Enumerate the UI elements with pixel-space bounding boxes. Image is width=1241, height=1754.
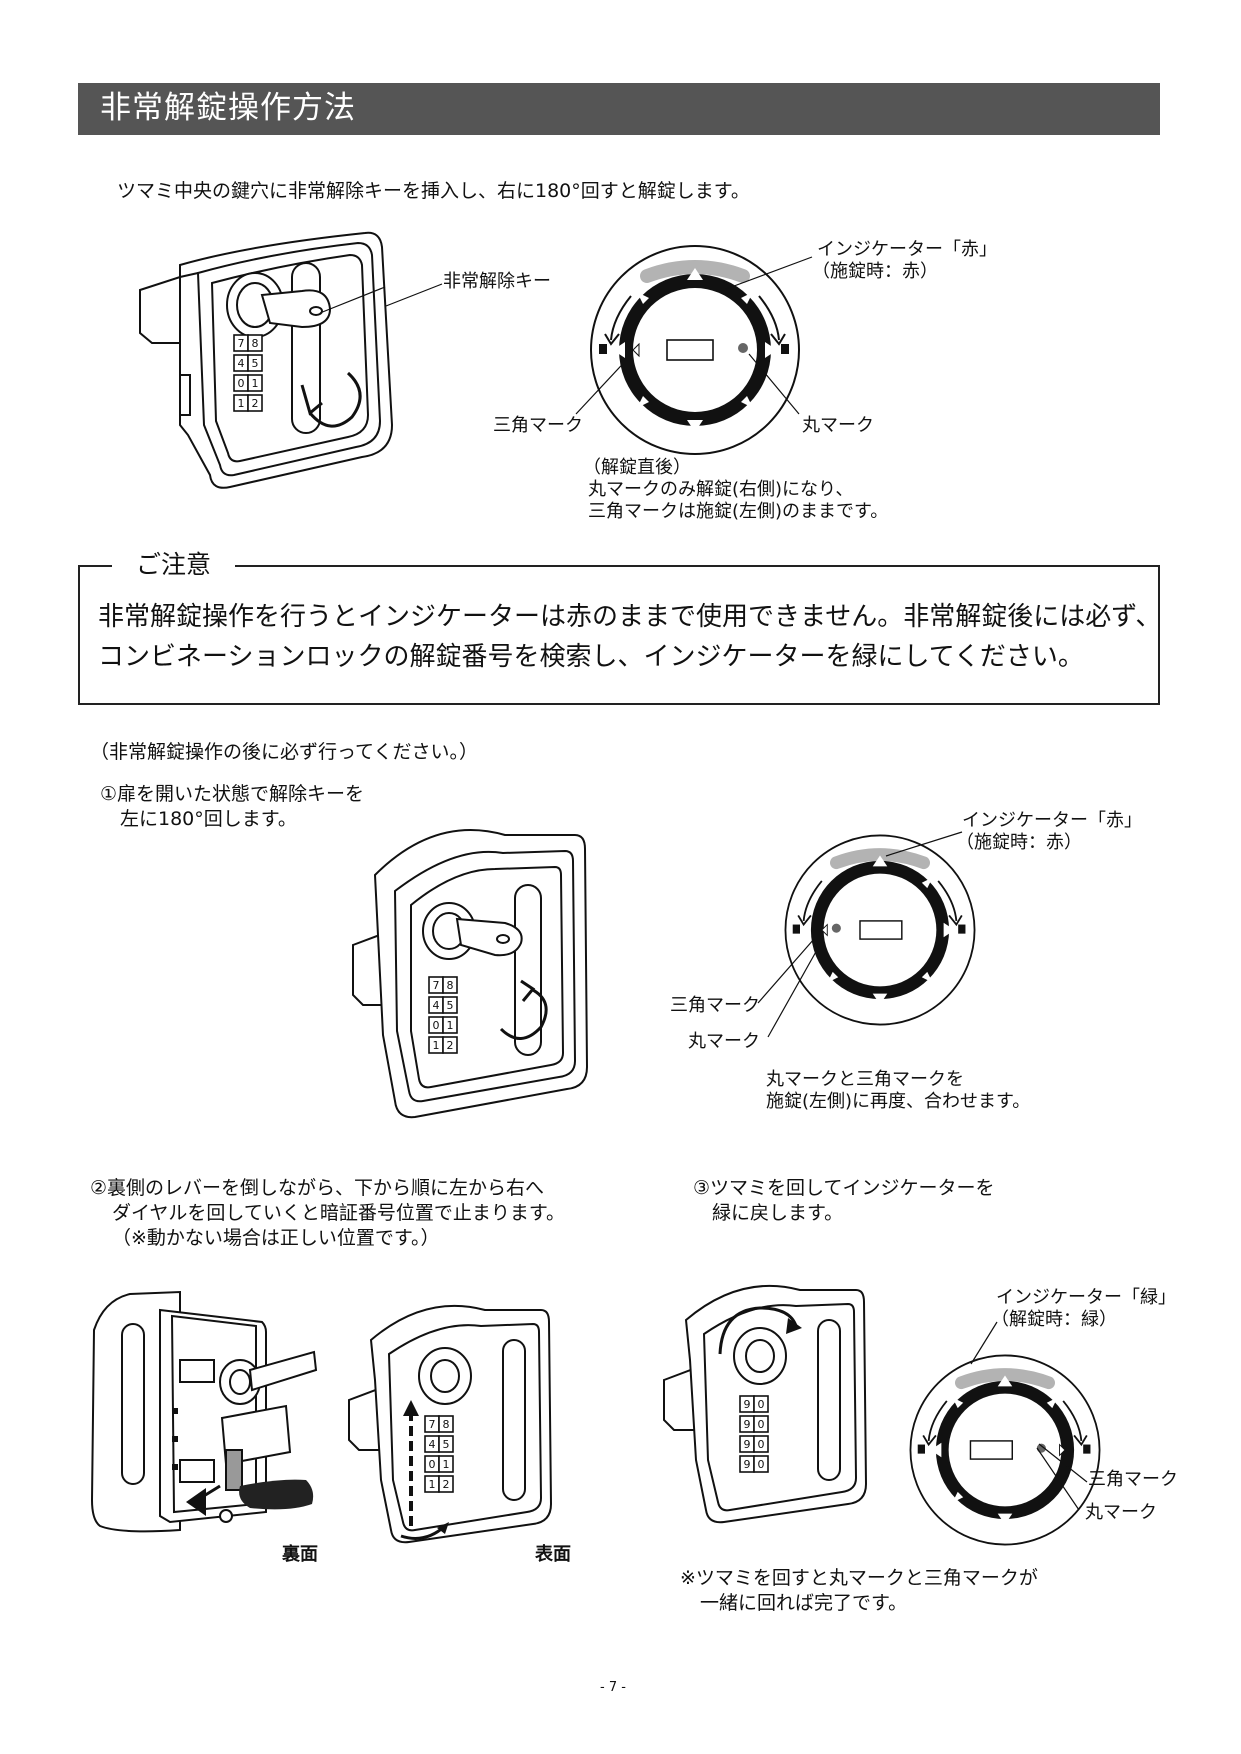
step1-note-line1: 丸マークと三角マークを — [766, 1069, 964, 1090]
indicator-sub-3: （解錠時：緑） — [991, 1309, 1117, 1330]
circle-mark-label-1: 丸マーク — [802, 415, 874, 436]
step3-note-line2: 一緒に回れば完了です。 — [700, 1592, 908, 1614]
hand-icon — [239, 1479, 314, 1510]
fig1-note-line3: 三角マークは施錠(左側)のままです。 — [588, 501, 889, 522]
indicator-sub-2: （施錠時：赤） — [956, 832, 1082, 853]
page-number: - 7 - — [600, 1680, 626, 1695]
dial-digit: 4 — [433, 999, 440, 1012]
dial-digit: 1 — [429, 1478, 436, 1491]
dial-digit: 7 — [433, 979, 440, 992]
dial-digit: 9 — [744, 1398, 751, 1411]
notice-title: ご注意 — [112, 548, 236, 582]
circle-mark-label-3: 丸マーク — [1085, 1502, 1157, 1523]
dial-digit: 0 — [758, 1398, 765, 1411]
dial-digit: 0 — [758, 1438, 765, 1451]
indicator-label-1: インジケーター「赤」 — [817, 239, 997, 260]
dial-digit: 8 — [443, 1418, 450, 1431]
notice-body: 非常解錠操作を行うとインジケーターは赤のままで使用できません。非常解錠後には必ず… — [98, 597, 1161, 677]
dial-digit: 0 — [429, 1458, 436, 1471]
step2-text-line1: ②裏側のレバーを倒しながら、下から順に左から右へ — [90, 1177, 545, 1199]
dial-digit: 4 — [429, 1438, 436, 1451]
dial-digit: 1 — [447, 1019, 454, 1032]
step1-lock-illustration: 7 8 4 5 0 1 1 2 — [352, 829, 589, 1119]
lock-with-key-illustration: 7 8 4 5 0 1 1 2 — [139, 231, 394, 489]
step3-leader-lines — [1036, 1443, 1088, 1511]
triangle-leader-line — [575, 353, 633, 415]
triangle-mark-label-1: 三角マーク — [493, 415, 583, 436]
page-title: 非常解錠操作方法 — [100, 90, 356, 126]
back-side-illustration — [90, 1290, 318, 1533]
notice-line2: コンビネーションロックの解錠番号を検索し、インジケーターを緑にしてください。 — [98, 642, 1084, 672]
dial-digit: 2 — [252, 397, 259, 410]
key-label: 非常解除キー — [443, 271, 551, 292]
step3-lock-illustration: 9 0 9 0 9 0 9 0 — [663, 1284, 868, 1524]
indicator-dial-1 — [590, 245, 800, 455]
step3-note-line1: ※ツマミを回すと丸マークと三角マークが — [680, 1567, 1038, 1589]
dial-digit: 5 — [252, 357, 259, 370]
indicator-label-3: インジケーター「緑」 — [996, 1287, 1176, 1308]
triangle-mark-label-2: 三角マーク — [670, 995, 760, 1016]
indicator-label-2: インジケーター「赤」 — [962, 810, 1142, 831]
dial-digit: 0 — [238, 377, 245, 390]
rotate-arrow-icon — [499, 987, 548, 1040]
indicator-leader-line — [970, 1321, 998, 1365]
circle-mark-label-2: 丸マーク — [688, 1031, 760, 1052]
dial-digit: 5 — [443, 1438, 450, 1451]
rotate-arrow-icon — [718, 1306, 798, 1355]
indicator-leader-line — [725, 256, 813, 290]
dial-digit: 8 — [447, 979, 454, 992]
indicator-leader-line — [885, 831, 963, 857]
front-side-label: 表面 — [535, 1544, 571, 1565]
step3-text-line1: ③ツマミを回してインジケーターを — [693, 1177, 995, 1199]
dial-digit: 0 — [758, 1418, 765, 1431]
fig1-note-line1: （解錠直後） — [583, 457, 691, 478]
dial-digit: 9 — [744, 1458, 751, 1471]
step1-text-line2: 左に180°回します。 — [120, 808, 297, 830]
dial-digit: 7 — [429, 1418, 436, 1431]
dial-digit: 0 — [433, 1019, 440, 1032]
front-side-illustration: 7 8 4 5 0 1 1 2 — [348, 1304, 553, 1544]
step1-text-line1: ①扉を開いた状態で解除キーを — [100, 783, 365, 805]
fig1-note-line2: 丸マークのみ解錠(右側)になり、 — [588, 479, 854, 500]
title-bar — [78, 83, 1160, 135]
dial-digit: 1 — [238, 397, 245, 410]
dial-digit: 9 — [744, 1418, 751, 1431]
dial-digit: 1 — [433, 1039, 440, 1052]
key-leader-line — [385, 283, 443, 307]
dial-digit: 4 — [238, 357, 245, 370]
step2-text-line3: （※動かない場合は正しい位置です。） — [112, 1227, 440, 1249]
indicator-dial-3 — [909, 1354, 1101, 1546]
indicator-dial-2 — [784, 834, 976, 1026]
back-side-label: 裏面 — [282, 1544, 318, 1565]
step1-note-line2: 施錠(左側)に再度、合わせます。 — [766, 1091, 1031, 1112]
dial-digit: 5 — [447, 999, 454, 1012]
notice-box — [78, 565, 1160, 705]
dial-digit: 9 — [744, 1438, 751, 1451]
notice-line1: 非常解錠操作を行うとインジケーターは赤のままで使用できません。非常解錠後には必ず… — [98, 602, 1162, 632]
triangle-mark-label-3: 三角マーク — [1088, 1469, 1178, 1490]
dial-digit: 0 — [758, 1458, 765, 1471]
step3-text-line2: 緑に戻します。 — [712, 1202, 844, 1224]
dial-digit: 1 — [443, 1458, 450, 1471]
circle-leader-line — [748, 353, 800, 415]
dial-digit: 1 — [252, 377, 259, 390]
dial-digit: 7 — [238, 337, 245, 350]
intro-text: ツマミ中央の鍵穴に非常解除キーを挿入し、右に180°回すと解錠します。 — [117, 180, 750, 202]
step2-text-line2: ダイヤルを回していくと暗証番号位置で止まります。 — [112, 1202, 565, 1224]
rotate-arrow-icon — [308, 371, 362, 428]
indicator-sub-1: （施錠時：赤） — [812, 261, 938, 282]
dial-digit: 2 — [447, 1039, 454, 1052]
dial-digit: 2 — [443, 1478, 450, 1491]
step1-leader-lines — [757, 938, 823, 1038]
after-note: （非常解錠操作の後に必ず行ってください。） — [90, 741, 478, 763]
dial-digit: 8 — [252, 337, 259, 350]
